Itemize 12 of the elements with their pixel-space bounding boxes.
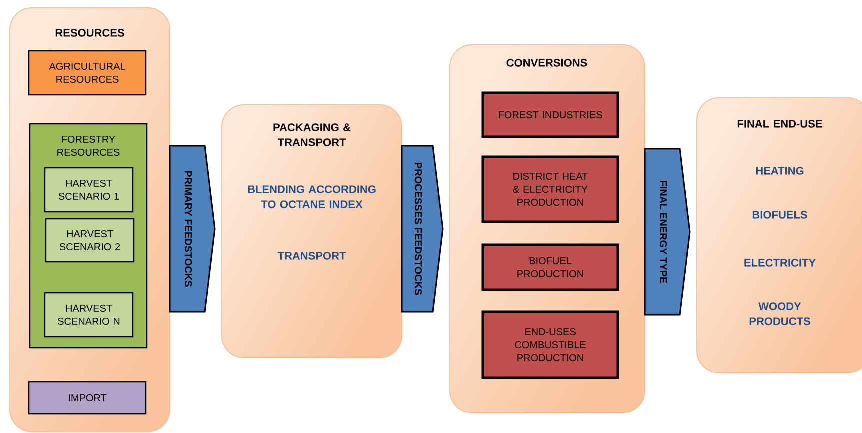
conversion-box: FOREST INDUSTRIES: [482, 92, 620, 138]
scenario-box: HARVEST SCENARIO 1: [44, 167, 134, 213]
chevron-arrow: [644, 148, 691, 316]
conversion-box: BIOFUEL PRODUCTION: [482, 244, 620, 292]
resource-box: IMPORT: [28, 381, 147, 415]
resource-box: AGRICULTURAL RESOURCES: [28, 50, 147, 96]
scenario-box: HARVEST SCENARIO 2: [45, 218, 135, 263]
scenario-box: HARVEST SCENARIO N: [44, 292, 134, 338]
stage-panel: FINAL END-USE HEATING BIOFUELS ELECTRICITY WOODY PRODUCTS: [696, 98, 862, 374]
chevron-arrow: [169, 145, 216, 313]
conversion-box: END-USES COMBUSTIBLE PRODUCTION: [482, 310, 620, 380]
conversion-box: DISTRICT HEAT & ELECTRICITY PRODUCTION: [482, 156, 620, 224]
